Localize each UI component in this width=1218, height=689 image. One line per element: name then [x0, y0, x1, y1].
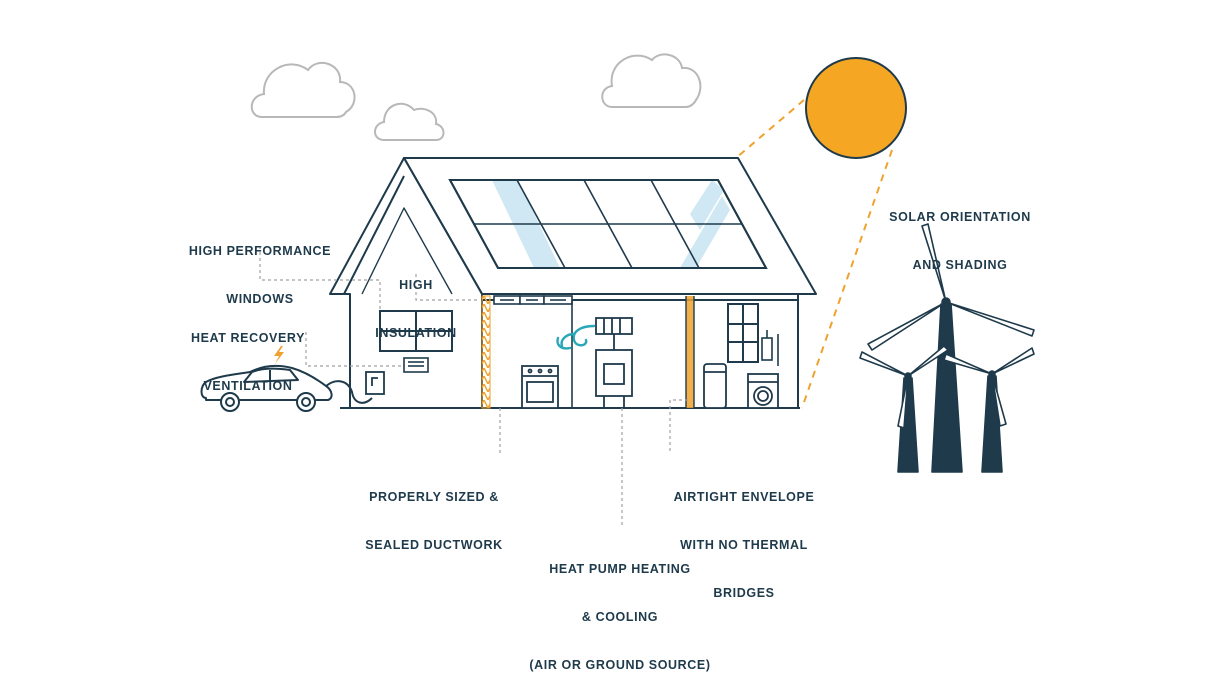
sun-icon	[805, 57, 907, 159]
label-heat-recovery-ventilation: HEAT RECOVERY VENTILATION	[190, 331, 306, 393]
window	[727, 303, 759, 363]
window	[379, 310, 453, 352]
stove-icon	[521, 365, 559, 409]
cloud-icon	[250, 61, 356, 118]
label-ductwork: PROPERLY SIZED & SEALED DUCTWORK	[365, 490, 503, 552]
lightning-bolt-icon	[274, 346, 284, 364]
air-flow	[556, 324, 596, 350]
ventilation-unit	[403, 357, 429, 373]
net-zero-home-diagram	[200, 53, 1035, 526]
wind-turbine-icon	[859, 223, 1035, 473]
electric-car-icon	[200, 364, 373, 412]
ev-charger	[365, 371, 385, 395]
washing-machine-icon	[747, 373, 779, 409]
sun-rays	[735, 99, 893, 409]
cloud-icon	[374, 102, 445, 141]
solar-panel-icon	[448, 179, 768, 269]
label-high-performance-windows: HIGH PERFORMANCE WINDOWS	[188, 244, 332, 306]
cloud-icon	[601, 53, 702, 108]
electrical-panel	[761, 330, 779, 366]
label-solar-orientation: SOLAR ORIENTATION AND SHADING	[889, 210, 1031, 272]
leader-lines	[259, 246, 688, 526]
heat-pump-icon	[595, 317, 633, 408]
label-airtight-envelope: AIRTIGHT ENVELOPE WITH NO THERMAL BRIDGE…	[673, 490, 815, 600]
water-heater-icon	[703, 363, 727, 409]
insulation-column	[686, 296, 694, 408]
ductwork	[493, 295, 573, 408]
label-high-insulation: HIGH INSULATION	[375, 278, 457, 340]
insulation-column	[481, 295, 491, 409]
